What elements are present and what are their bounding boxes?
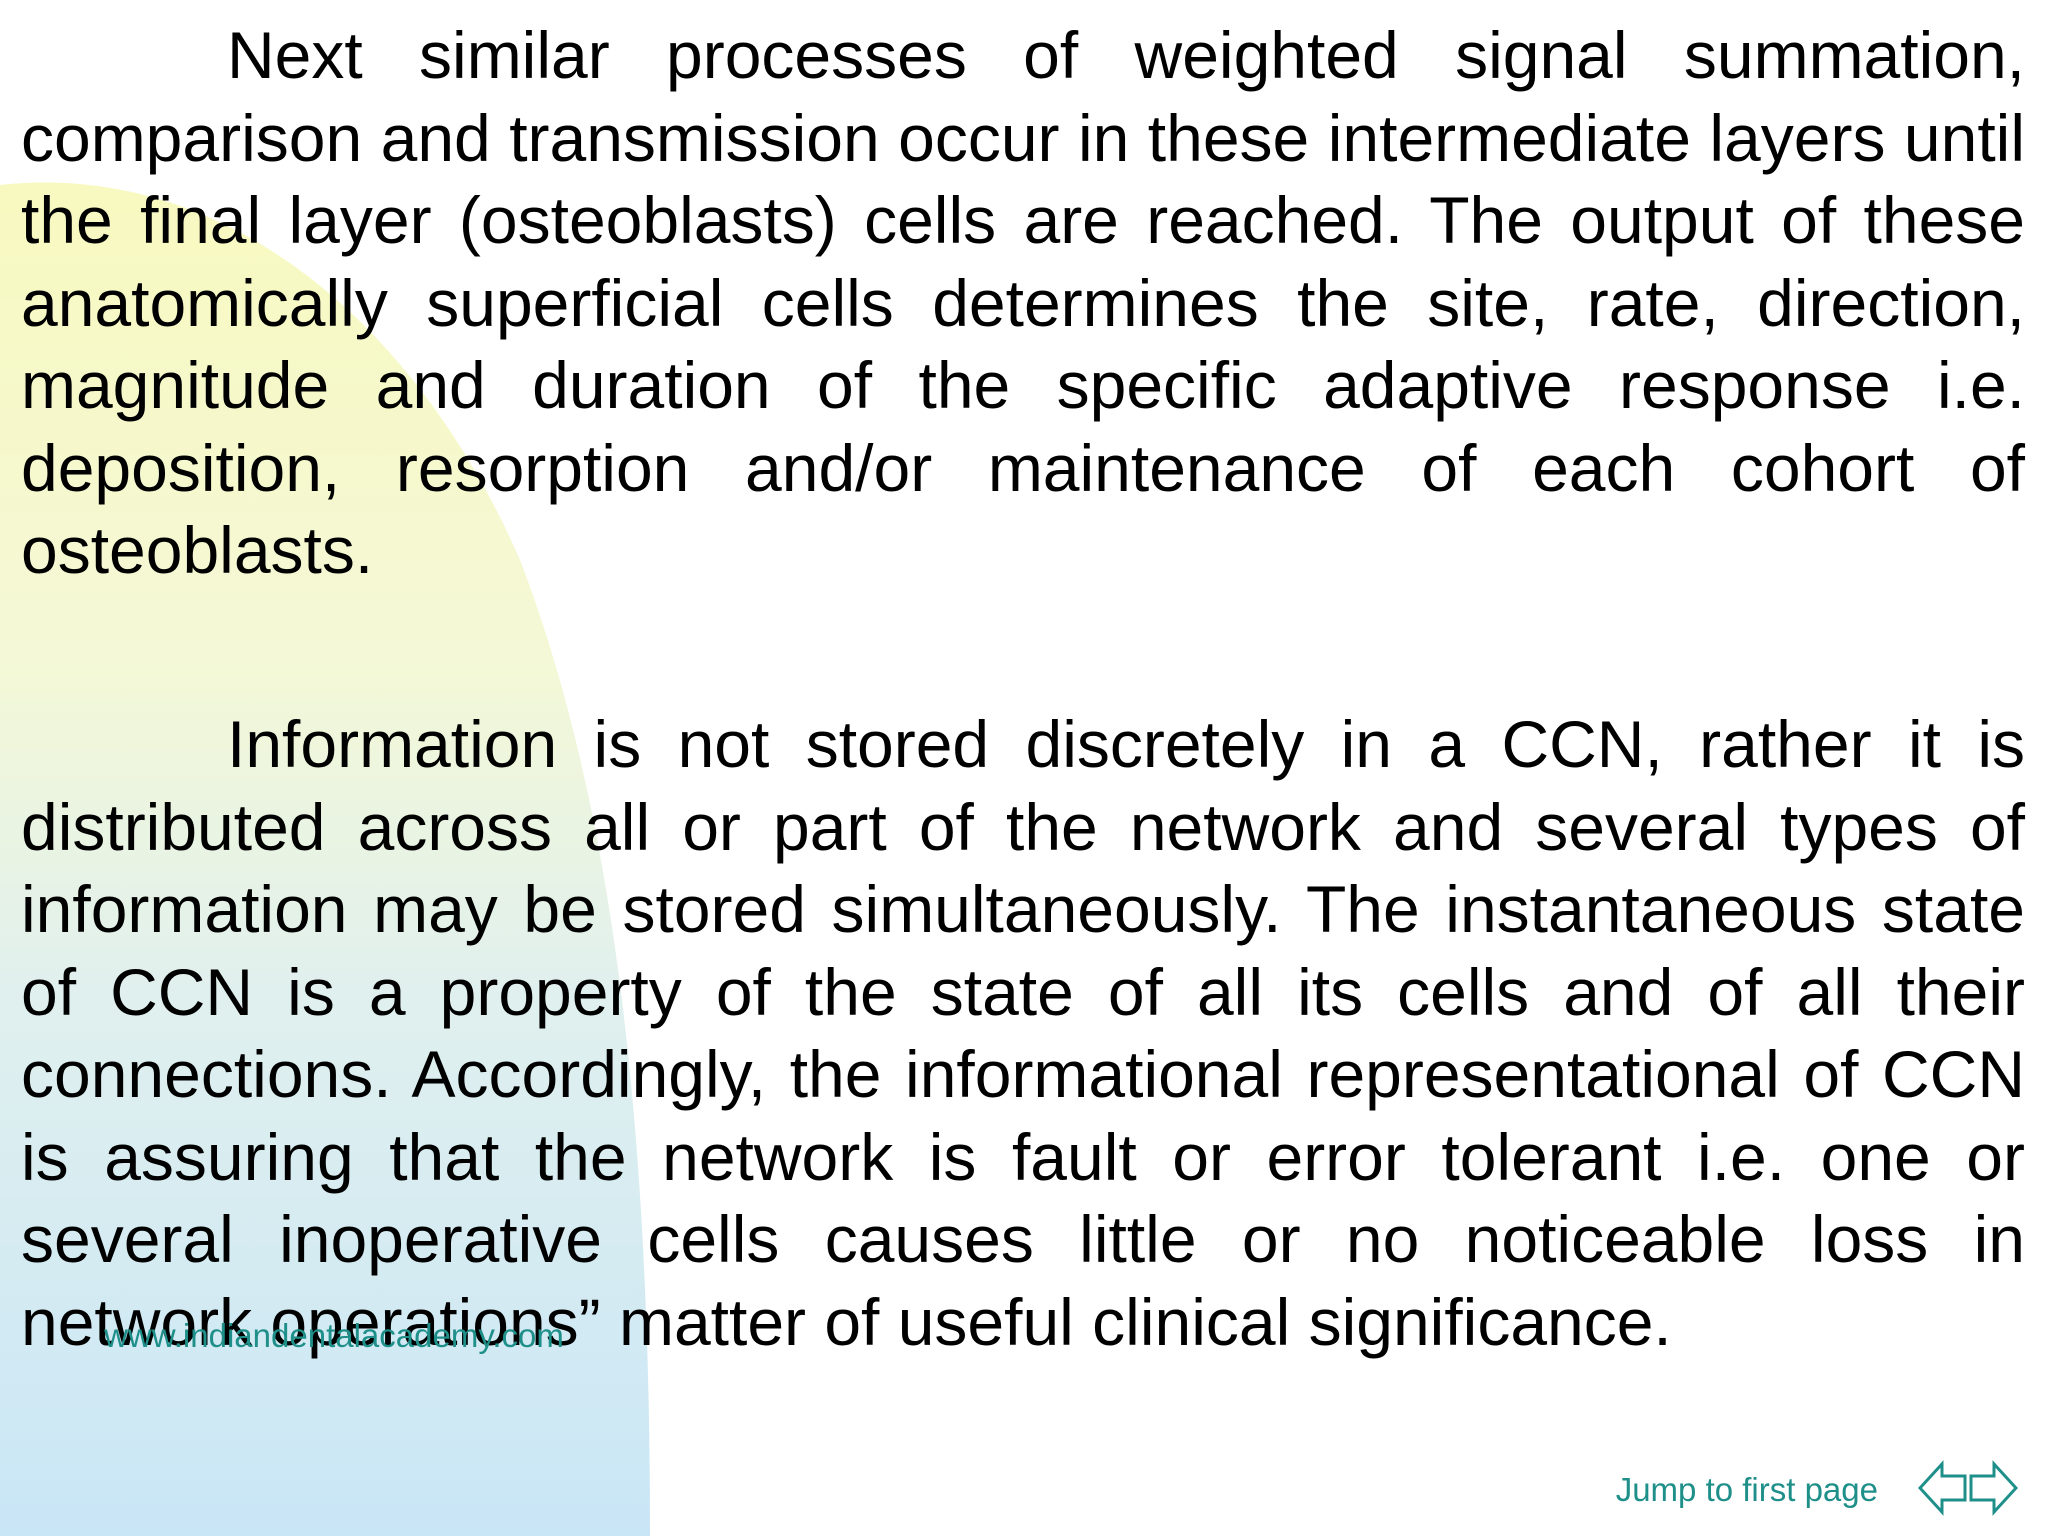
- right-arrow-icon[interactable]: [1968, 1459, 2019, 1521]
- paragraph-1: Next similar processes of weighted signa…: [21, 18, 2025, 587]
- jump-to-first-page-link[interactable]: Jump to first page: [1615, 1471, 1878, 1508]
- slide-navigation: Jump to first page: [1615, 1459, 2019, 1521]
- left-arrow-icon[interactable]: [1917, 1459, 1968, 1521]
- paragraph-2: Information is not stored discretely in …: [21, 707, 2025, 1359]
- watermark-url[interactable]: www.indiandentalacademy.com: [104, 1317, 564, 1354]
